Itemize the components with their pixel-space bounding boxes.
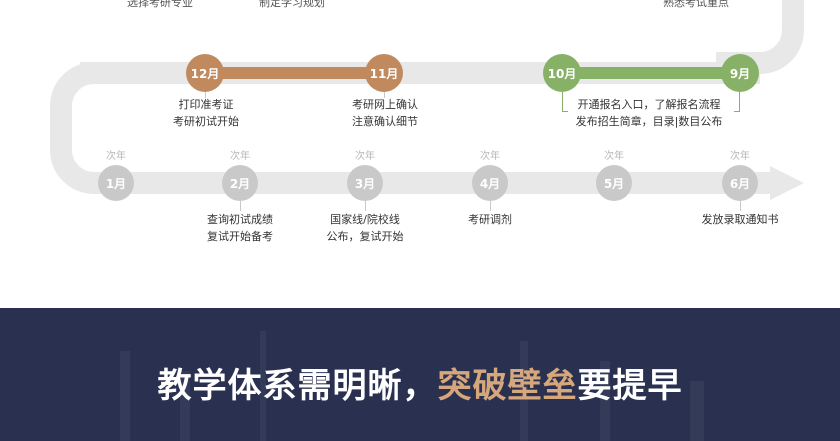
stem-3 [365, 201, 366, 211]
next-year-tag-6: 次年 [730, 151, 750, 162]
stem-11 [384, 92, 385, 98]
banner-title-pre: 教学体系需明晰， [157, 366, 438, 406]
stem-6 [740, 201, 741, 211]
green-bracket-left [562, 92, 568, 112]
month-node-10: 10月 [543, 54, 581, 92]
banner-deco-6 [690, 381, 704, 441]
banner: 教学体系需明晰，突破壁垒要提早 [0, 308, 840, 441]
next-year-tag-3: 次年 [355, 151, 375, 162]
desc-12-line-2: 考研初试开始 [173, 115, 239, 128]
month-node-3: 3月 [347, 165, 383, 201]
top-text-left-a: 选择考研专业 [127, 0, 193, 9]
month-node-12: 12月 [186, 54, 224, 92]
banner-deco-2 [180, 371, 190, 441]
stem-4 [490, 201, 491, 211]
arrow-right-icon [770, 166, 804, 200]
desc-4-line-1: 考研调剂 [468, 213, 512, 226]
desc-12: 打印准考证 考研初试开始 [173, 96, 239, 130]
banner-deco-1 [120, 351, 130, 441]
month-node-1: 1月 [98, 165, 134, 201]
next-year-tag-1: 次年 [106, 151, 126, 162]
desc-11-line-1: 考研网上确认 [352, 98, 418, 111]
segment-brown [205, 67, 385, 79]
top-text-right: 熟悉考试重点 [663, 0, 729, 9]
timeline: 选择考研专业 制定学习规划 熟悉考试重点 12月 11月 10月 9月 打印准考… [50, 0, 804, 245]
banner-title-highlight: 突破壁垒 [437, 366, 578, 406]
month-node-9: 9月 [721, 54, 759, 92]
banner-title-post: 要提早 [577, 366, 683, 406]
desc-11-line-2: 注意确认细节 [352, 115, 418, 128]
top-text-left-b: 制定学习规划 [259, 0, 325, 9]
next-year-tag-5: 次年 [604, 151, 624, 162]
next-year-tag-4: 次年 [480, 151, 500, 162]
stem-12 [205, 92, 206, 98]
month-node-4: 4月 [472, 165, 508, 201]
desc-9-10: 开通报名入口，了解报名流程 发布招生简章，目录|数目公布 [576, 96, 723, 130]
desc-4: 考研调剂 [468, 211, 512, 228]
desc-2: 查询初试成绩 复试开始备考 [207, 211, 273, 245]
desc-9-10-line-2: 发布招生简章，目录|数目公布 [575, 115, 723, 128]
desc-2-line-2: 复试开始备考 [207, 230, 273, 243]
desc-11: 考研网上确认 注意确认细节 [352, 96, 418, 130]
track-row-3 [94, 172, 780, 194]
desc-6: 发放录取通知书 [702, 211, 779, 228]
month-node-6: 6月 [722, 165, 758, 201]
banner-deco-4 [520, 341, 528, 441]
banner-deco-5 [600, 361, 610, 441]
desc-3: 国家线/院校线 公布，复试开始 [327, 211, 404, 245]
green-bracket-right [734, 92, 740, 112]
desc-9-10-line-1: 开通报名入口，了解报名流程 [577, 98, 721, 111]
desc-3-line-1: 国家线/院校线 [330, 213, 400, 226]
desc-2-line-1: 查询初试成绩 [207, 213, 273, 226]
banner-title: 教学体系需明晰，突破壁垒要提早 [0, 358, 840, 407]
banner-deco-3 [260, 331, 266, 441]
stem-2 [240, 201, 241, 211]
desc-12-line-1: 打印准考证 [178, 98, 234, 111]
next-year-tag-2: 次年 [230, 151, 250, 162]
segment-green [562, 67, 740, 79]
desc-3-line-2: 公布，复试开始 [326, 230, 404, 243]
month-node-5: 5月 [596, 165, 632, 201]
desc-6-line-1: 发放录取通知书 [701, 213, 779, 226]
month-node-2: 2月 [222, 165, 258, 201]
month-node-11: 11月 [365, 54, 403, 92]
